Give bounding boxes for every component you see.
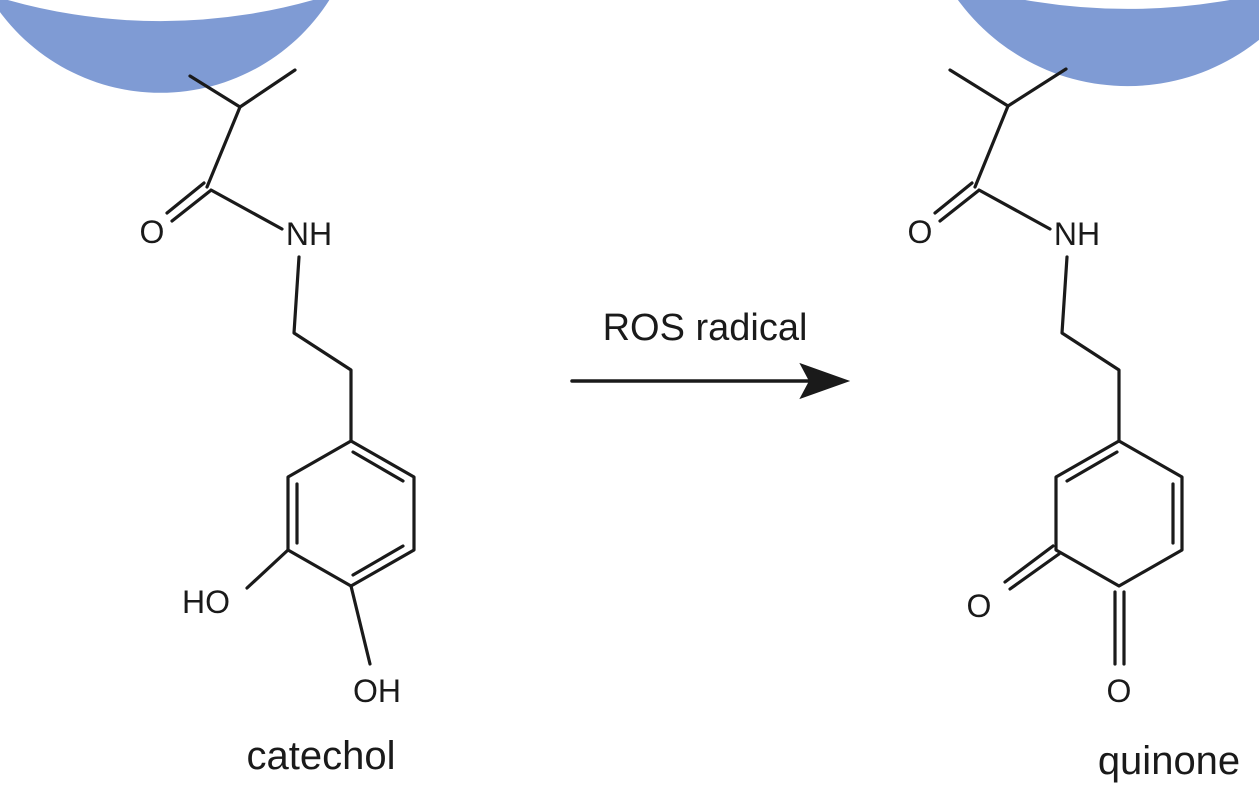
catechol-hydroxyl-oh-label: OH [353, 673, 401, 709]
surface-crescent-right [957, 0, 1259, 87]
quinone-ring-double-bond-inner-lines [1065, 450, 1175, 545]
reaction-arrow [570, 362, 851, 400]
reaction-condition-label: ROS radical [603, 307, 808, 349]
catechol-structure-bonds [165, 68, 416, 666]
catechol-caption: catechol [247, 734, 396, 778]
quinone-caption: quinone [1098, 739, 1240, 783]
catechol-amide-carbonyl-double-bond [165, 181, 212, 223]
labels: ROS radical O NH HO OH O NH O O catechol… [140, 214, 1241, 783]
quinone-amide-carbonyl-double-bond [933, 181, 980, 223]
catechol-hydroxyl-bonds [245, 548, 372, 666]
quinone-ring-bonds [1054, 439, 1184, 588]
quinone-ketone-double-bonds [1003, 544, 1126, 666]
catechol-carbonyl-oxygen-label: O [140, 214, 165, 250]
quinone-amide-nh-label: NH [1054, 216, 1100, 252]
quinone-structure-bonds [933, 67, 1184, 666]
quinone-carbonyl-oxygen-label: O [908, 214, 933, 250]
quinone-ketone-oxygen-bottom-label: O [1107, 673, 1132, 709]
catechol-hydroxyl-ho-label: HO [182, 584, 230, 620]
surface-crescent-left [0, 0, 330, 93]
surfaces [0, 0, 1259, 93]
quinone-backbone-chain-bonds [948, 67, 1121, 443]
reaction-arrow-head [799, 362, 851, 400]
catechol-backbone-chain-bonds [188, 68, 353, 443]
catechol-ring-double-bond-inner-lines [295, 450, 405, 577]
quinone-ketone-oxygen-left-label: O [967, 588, 992, 624]
catechol-amide-nh-label: NH [286, 216, 332, 252]
